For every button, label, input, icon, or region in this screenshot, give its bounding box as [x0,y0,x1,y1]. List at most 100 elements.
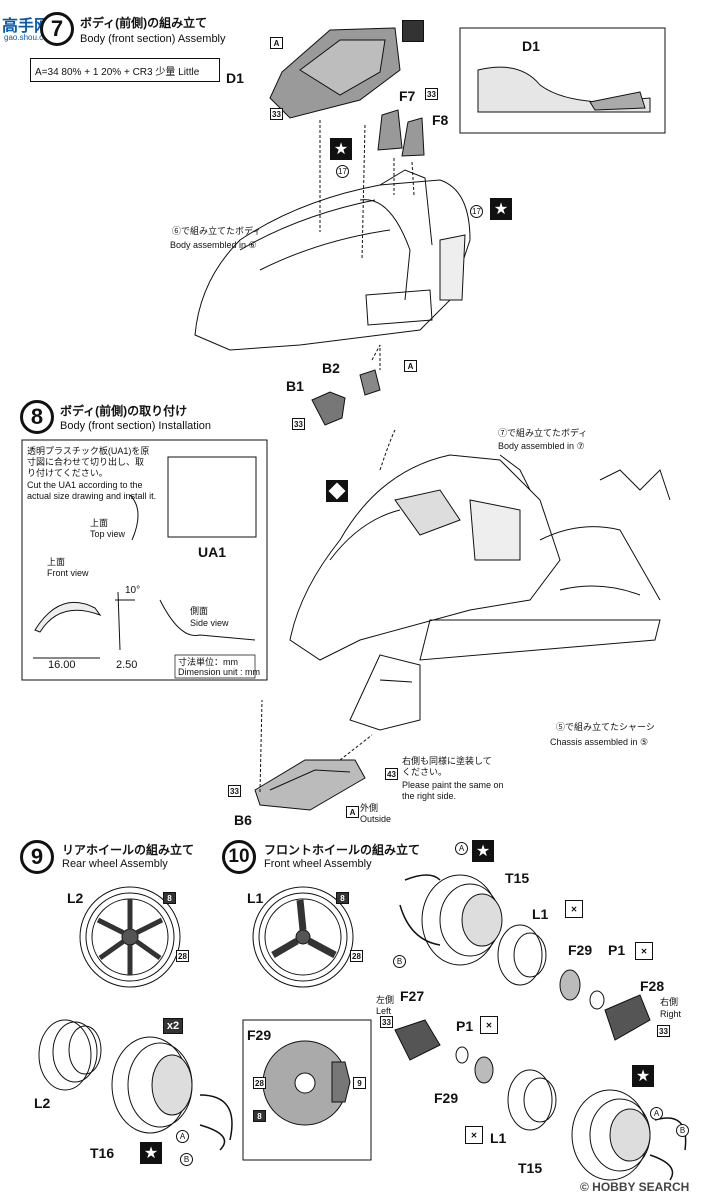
part-a: A [650,1107,663,1120]
right-en: Right [660,1009,682,1019]
decal-17: 17 [336,165,349,178]
step-7-title-en: Body (front section) Assembly [80,33,226,45]
part-f29: F29 [568,942,593,958]
star-icon: ★ [330,138,352,160]
star-icon: ★ [632,1065,654,1087]
outside-en: Outside [360,814,392,824]
step-10-title-jp: フロントホイールの組み立て [264,843,421,857]
watermark-url: gao.shou.com [4,33,55,42]
paint-code-8: 8 [253,1110,266,1122]
dimension-16: 16.00 [48,659,76,671]
star-icon: ★ [472,840,494,862]
unit-en: Dimension unit : mm [178,667,261,677]
left-en: Left [376,1006,392,1016]
step-8-title-en: Body (front section) Installation [60,420,212,432]
part-d1: D1 [226,70,244,86]
paint-note-box: A=34 80% + 1 20% + CR3 少量 Little [30,58,220,82]
decal-icon [402,20,424,42]
top-view-jp: 上面 [90,518,109,528]
paint-code-a-b2: A [404,360,417,372]
side-view-en: Side view [190,618,229,628]
diamond-icon [326,480,348,502]
step-7-body-note-jp: ⑥で組み立てたボディ [172,226,262,236]
outside-jp: 外側 [360,803,379,813]
star-icon: ★ [490,198,512,220]
inset-d1-label: D1 [522,38,540,54]
paint-code-33-f28: 33 [657,1025,670,1037]
paint-code-33-b6: 33 [228,785,241,797]
no-glue-icon: ✕ [635,942,653,960]
step-9-title-en: Rear wheel Assembly [62,858,168,870]
decal-17: 17 [470,205,483,218]
part-f29-lower: F29 [434,1090,459,1106]
part-b6: B6 [234,812,252,828]
front-view-jp: 上面 [47,557,66,567]
chassis-note-jp: ⑤で組み立てたシャーシ [556,722,655,732]
paint-code-9: 9 [353,1077,366,1089]
paint-right-en: Please paint the same on the right side. [402,780,504,801]
star-icon: ★ [140,1142,162,1164]
paint-code-33-b1: 33 [292,418,305,430]
paint-code-8: 8 [163,892,176,904]
ua1-note-en: Cut the UA1 according to the actual size… [27,480,157,501]
part-f28: F28 [640,978,665,994]
left-jp: 左側 [376,995,395,1005]
paint-code-a-outside: A [346,806,359,818]
part-b: B [676,1124,689,1137]
paint-code-a: A [270,37,283,49]
step-8-number: 8 [20,400,54,434]
front-view-en: Front view [47,568,89,578]
multiplier-x2: x2 [163,1018,183,1034]
step-8-body-note-en: Body assembled in ⑦ [498,441,585,451]
no-glue-icon: ✕ [465,1126,483,1144]
paint-right-jp: 右側も同様に塗装してください。 [402,756,492,777]
part-b1: B1 [286,378,304,394]
ua1-note-jp: 透明プラスチック板(UA1)を原寸図に合わせて切り出し、取り付けてください。 [27,446,150,478]
part-p1: P1 [608,942,626,958]
paint-code-8: 8 [336,892,349,904]
part-f8: F8 [432,112,449,128]
part-l2-exploded: L2 [34,1095,51,1111]
part-f7: F7 [399,88,416,104]
step-7-number: 7 [40,12,74,46]
watermark-logo: 高手网 [2,18,51,35]
part-l2: L2 [67,890,84,906]
unit-jp: 寸法単位：mm [178,657,238,667]
step-10-number: 10 [222,840,256,874]
part-t15: T15 [505,870,530,886]
top-view-en: Top view [90,529,126,539]
no-glue-icon: ✕ [480,1016,498,1034]
part-b: B [393,955,406,968]
side-view-jp: 側面 [190,606,209,616]
angle-label: 10° [125,585,141,596]
paint-code-28: 28 [350,950,363,962]
part-l1-exploded: L1 [532,906,549,922]
part-l1: L1 [247,890,264,906]
step-7-body-note-en: Body assembled in ⑥ [170,240,257,250]
part-b: B [180,1153,193,1166]
part-f29-box: F29 [247,1027,272,1043]
part-p1-lower: P1 [456,1018,474,1034]
step-10-title-en: Front wheel Assembly [264,858,372,870]
no-glue-icon: ✕ [565,900,583,918]
ua1-label: UA1 [198,544,227,560]
paint-code-33: 33 [270,108,283,120]
part-b2: B2 [322,360,340,376]
part-t16: T16 [90,1145,115,1161]
paint-code-28: 28 [253,1077,266,1089]
part-f27: F27 [400,988,425,1004]
paint-code-43: 43 [385,768,398,780]
right-jp: 右側 [660,997,679,1007]
part-l1-lower: L1 [490,1130,507,1146]
part-t15-lower: T15 [518,1160,543,1176]
step-9-number: 9 [20,840,54,874]
paint-code-33-f27: 33 [380,1016,393,1028]
paint-code-28: 28 [176,950,189,962]
part-a: A [176,1130,189,1143]
chassis-note-en: Chassis assembled in ⑤ [550,737,649,747]
dimension-2-5: 2.50 [116,659,138,671]
paint-code-33-f7: 33 [425,88,438,100]
step-7-title-jp: ボディ(前側)の組み立て [80,16,208,30]
step-9-title-jp: リアホイールの組み立て [62,843,195,857]
